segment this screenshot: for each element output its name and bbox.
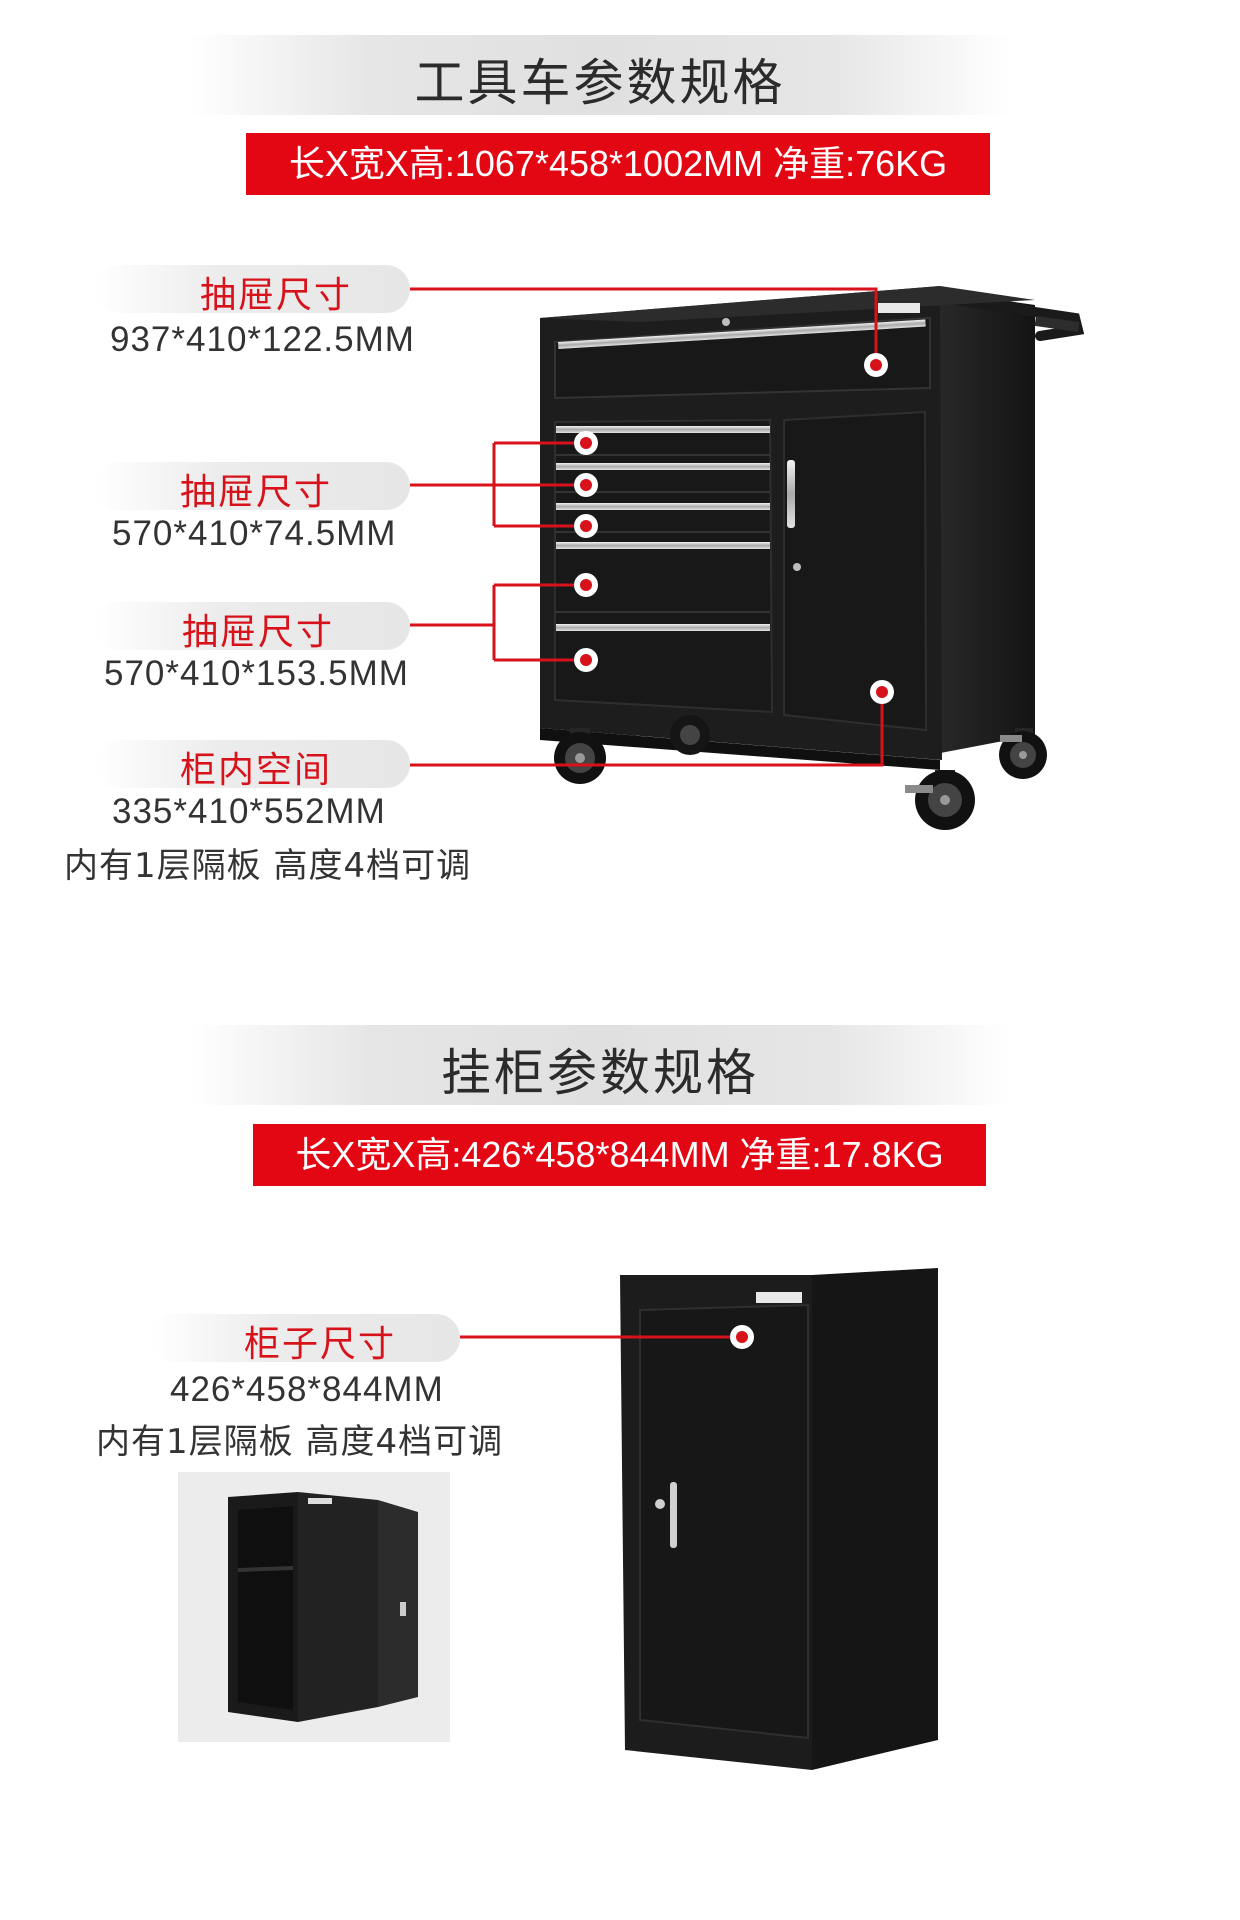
note-cabinet-space: 内有1层隔板 高度4档可调 <box>64 846 472 886</box>
tool-cart-illustration <box>410 286 1085 830</box>
drawer-handle-4 <box>556 542 770 549</box>
open-cabinet-photo <box>178 1472 450 1742</box>
label-pill-cabinet-space <box>95 740 410 788</box>
cart-wheel-rear-right <box>999 728 1047 779</box>
wall-cabinet-side <box>812 1268 938 1770</box>
brand-badge <box>878 303 920 313</box>
wall-cabinet-badge <box>756 1292 802 1303</box>
drawer-handle-5 <box>556 624 770 631</box>
wall-cabinet-lock-icon <box>655 1499 665 1509</box>
drawer-handle-2 <box>556 463 770 470</box>
cart-wheel-rear-left <box>670 715 710 755</box>
cabinet-lock-icon <box>793 563 801 571</box>
section2-title: 挂柜参数规格 <box>441 1044 759 1102</box>
callout-lines <box>410 287 884 767</box>
dims-cabinet: 426*458*844MM <box>170 1370 444 1409</box>
dims-top-drawer: 937*410*122.5MM <box>110 320 415 359</box>
label-pill-cabinet <box>150 1314 460 1362</box>
label-pill-top-drawer <box>95 265 410 313</box>
label-large-drawers: 抽屉尺寸 <box>182 612 335 653</box>
cart-cabinet-door <box>783 410 928 732</box>
cart-top-lid <box>540 286 1035 322</box>
section1-title-band: 工具车参数规格 <box>190 35 1010 115</box>
section1-title: 工具车参数规格 <box>414 54 786 112</box>
section2-spec-bar: 长X宽X高:426*458*844MM 净重:17.8KG <box>253 1124 986 1186</box>
cart-side-panel <box>930 290 1035 755</box>
top-drawer-handle <box>558 319 926 349</box>
cart-wheel-front-right <box>905 770 975 830</box>
label-small-drawers: 抽屉尺寸 <box>180 472 333 513</box>
label-pill-large-drawers <box>95 602 410 650</box>
wall-cabinet-door <box>639 1303 809 1740</box>
drawer-handle-1 <box>556 426 770 433</box>
cabinet-door-handle <box>787 460 795 528</box>
label-pill-small-drawers <box>95 462 410 510</box>
section1-spec-bar: 长X宽X高:1067*458*1002MM 净重:76KG <box>246 133 990 195</box>
section2-title-band: 挂柜参数规格 <box>190 1025 1010 1105</box>
wall-cabinet-handle <box>670 1482 677 1548</box>
note-cabinet: 内有1层隔板 高度4档可调 <box>96 1422 504 1462</box>
callout-markers <box>574 353 894 704</box>
dims-cabinet-space: 335*410*552MM <box>112 792 386 831</box>
label-cabinet-space: 柜内空间 <box>180 750 333 791</box>
dims-large-drawers: 570*410*153.5MM <box>104 654 409 693</box>
wall-cabinet-illustration <box>460 1268 938 1770</box>
cart-lock-icon <box>722 318 730 326</box>
drawer-handle-3 <box>556 503 770 510</box>
dims-small-drawers: 570*410*74.5MM <box>112 514 397 553</box>
label-cabinet: 柜子尺寸 <box>244 1324 397 1365</box>
label-top-drawer: 抽屉尺寸 <box>200 275 353 316</box>
